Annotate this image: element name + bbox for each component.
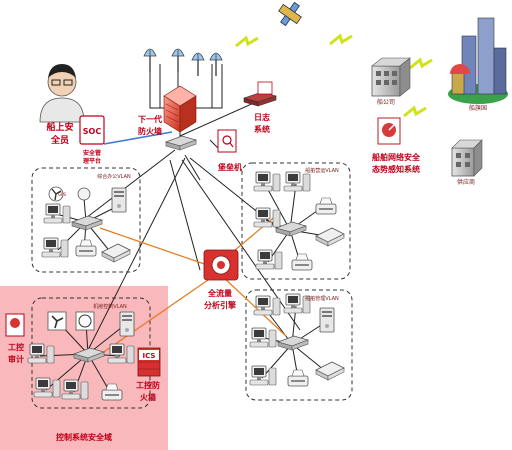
ics-firewall-label-2: 火墙 (140, 392, 156, 402)
workstation-icon (61, 379, 89, 400)
ops-switch-icon (275, 221, 307, 237)
engine-vlan-box (31, 297, 151, 409)
bastion-host-icon (217, 129, 237, 153)
log-label-1: 日志 (254, 112, 270, 122)
company-building-icon (371, 57, 411, 97)
engine-vlan-label: 机舱控制VLAN (93, 303, 127, 310)
ics-zone-label: 控制系统安全域 (56, 432, 112, 442)
workstation-icon (253, 171, 281, 192)
traffic-analyzer-icon (203, 249, 239, 281)
workstation-icon (253, 207, 281, 228)
gps-label: GPS (58, 192, 67, 197)
printer-icon (287, 369, 309, 387)
printer-icon (75, 239, 97, 257)
scanner-icon (315, 361, 345, 381)
workstation-icon (43, 203, 71, 224)
workstation-icon (255, 249, 283, 270)
firewall-label-2: 防火墙 (138, 126, 162, 136)
fan-icon (48, 186, 64, 202)
wireless-link-2 (328, 34, 354, 46)
radar-awareness-icon (377, 117, 401, 145)
wireless-link-4 (402, 106, 428, 118)
ics-badge-text: ICS (143, 352, 156, 360)
satellite-icon (278, 1, 302, 27)
satellite-dish-icon (171, 48, 185, 73)
workstation-icon (33, 377, 61, 398)
workstation-icon (41, 237, 69, 258)
core-switch-icon (165, 135, 197, 151)
crew-label-2: 全员 (50, 134, 69, 146)
next-gen-firewall-icon (163, 85, 197, 133)
ics-firewall-icon: ICS (137, 347, 161, 377)
server-icon (111, 187, 127, 213)
flag-state-city-icon (448, 17, 508, 104)
workstation-icon (27, 343, 55, 364)
soc-label-2: 理平台 (83, 157, 101, 165)
analyzer-label-1: 全流量 (207, 288, 232, 298)
ship-ops-vlan-label: 船舶营运VLAN (305, 167, 339, 174)
firewall-label-1: 下一代 (138, 114, 162, 124)
office-vlan-label: 综合办公VLAN (97, 173, 131, 180)
crew-label-1: 船上安 (46, 121, 73, 133)
scanner-icon (315, 227, 345, 247)
log-system-icon (242, 81, 278, 107)
ics-audit-label-2: 审计 (8, 354, 24, 364)
server-icon (119, 311, 135, 337)
printer-icon (291, 253, 313, 271)
awareness-label-2: 态势感知系统 (372, 164, 420, 174)
workstation-icon (249, 327, 277, 348)
ics-audit-label-1: 工控 (8, 342, 24, 352)
workstation-icon (249, 365, 277, 386)
blue-link (103, 131, 173, 145)
workstation-icon (107, 343, 135, 364)
antenna-icon (191, 52, 205, 77)
fan-icon (47, 311, 67, 331)
supplier-label: 供应商 (457, 178, 475, 186)
analyzer-label-2: 分析引擎 (204, 300, 237, 310)
bastion-label: 堡垒机 (218, 162, 242, 172)
office-vlan-box (31, 167, 141, 273)
flag-state-label: 船旗国 (469, 104, 487, 112)
bridge-switch-icon (277, 335, 309, 351)
security-officer-avatar (39, 64, 85, 123)
awareness-label-1: 船舶网络安全 (372, 152, 421, 162)
gps-icon (77, 187, 91, 201)
printer-icon (315, 197, 337, 215)
bridge-vlan-box (245, 289, 353, 401)
log-label-2: 系统 (254, 124, 270, 134)
wireless-link-3 (408, 58, 434, 70)
bridge-vlan-label: 船舶管理VLAN (305, 295, 339, 302)
company-label: 船公司 (377, 98, 395, 106)
workstation-icon (253, 295, 281, 316)
soc-label-1: 安全管 (83, 149, 101, 157)
satellite-dish-icon (143, 48, 157, 73)
supplier-building-icon (451, 139, 483, 177)
ics-audit-icon (5, 313, 25, 337)
wireless-link-1 (234, 36, 260, 48)
fan-icon (75, 311, 95, 331)
workstation-icon (283, 171, 311, 192)
soc-platform-icon: SOC (79, 115, 105, 145)
office-switch-icon (71, 215, 103, 231)
ics-firewall-label-1: 工控防 (136, 380, 160, 390)
ship-ops-vlan-box (241, 162, 351, 280)
server-icon (319, 307, 335, 333)
soc-badge-text: SOC (83, 127, 102, 136)
